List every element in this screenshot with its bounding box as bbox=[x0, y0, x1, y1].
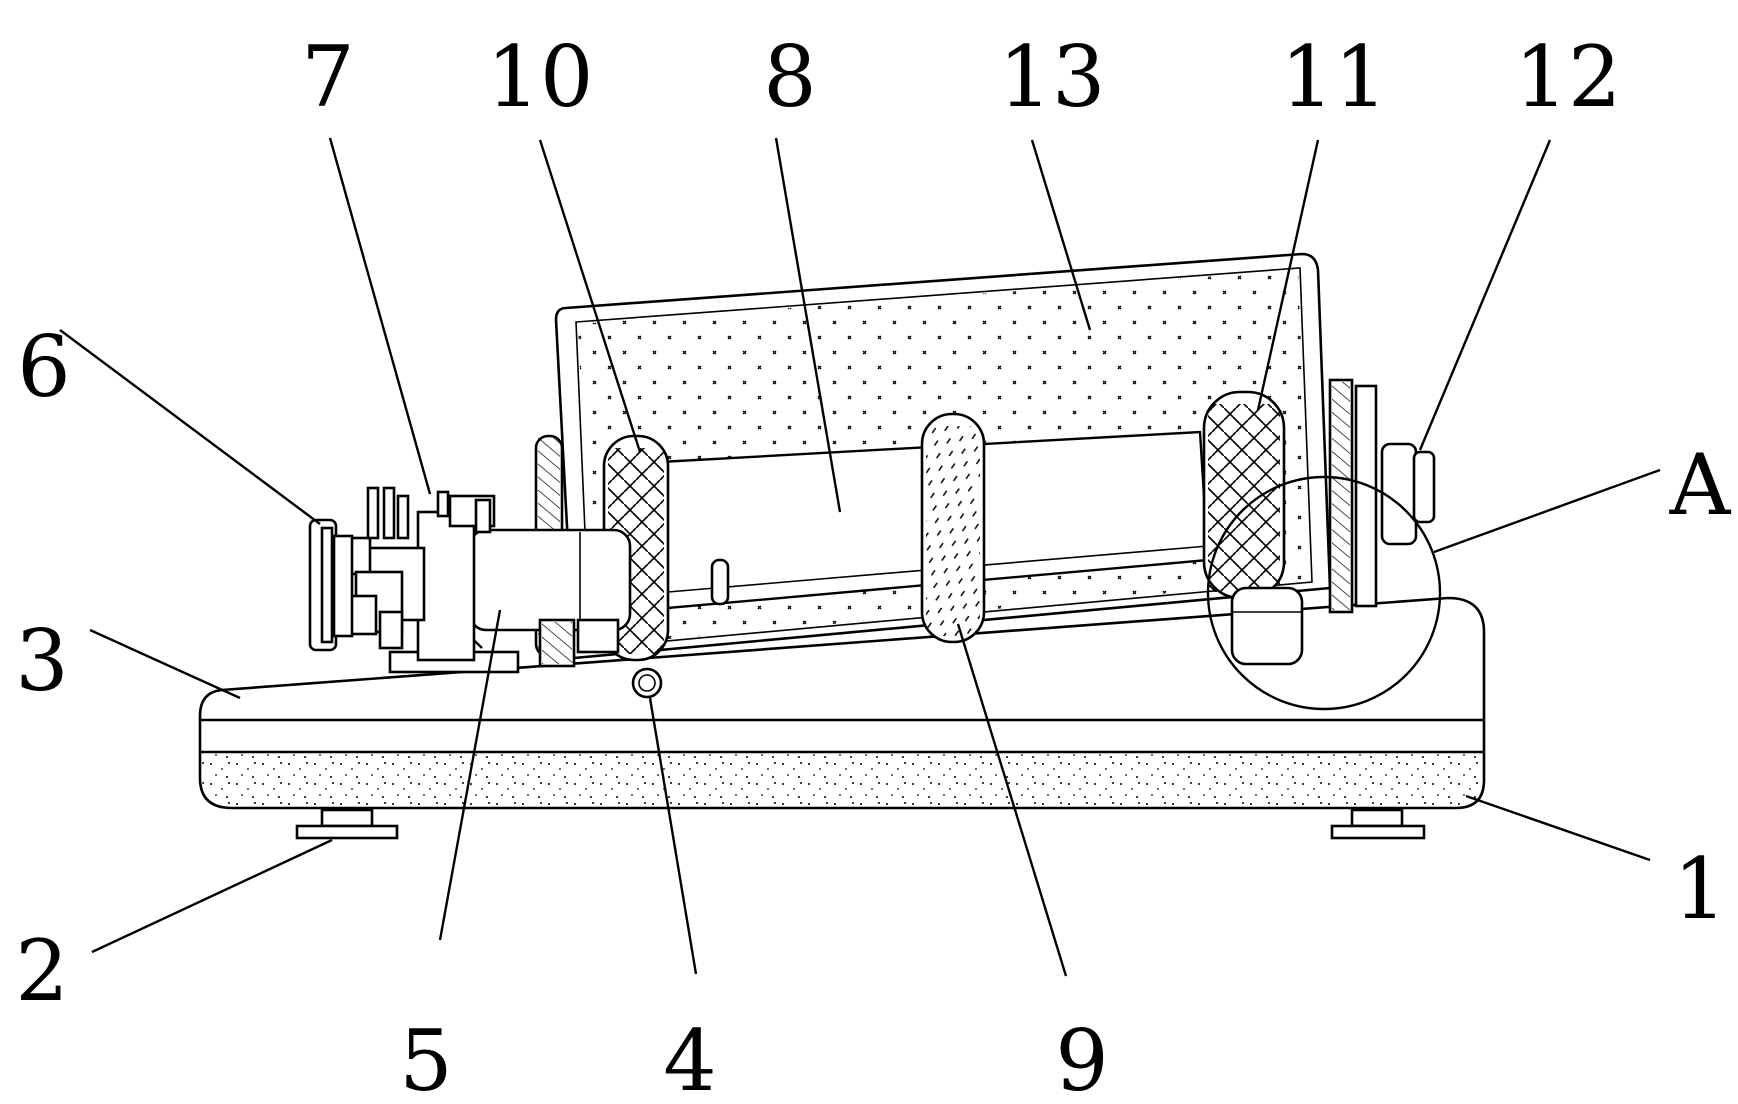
label-9: 9 bbox=[1055, 1012, 1108, 1104]
foot-right bbox=[1330, 808, 1426, 840]
label-group: 7 10 8 13 11 12 6 A 3 1 2 5 4 9 bbox=[15, 28, 1731, 1104]
label-13: 13 bbox=[999, 28, 1106, 126]
foot-left bbox=[295, 808, 399, 840]
ring-middle bbox=[920, 412, 986, 644]
gearbox bbox=[344, 486, 496, 662]
label-12: 12 bbox=[1515, 28, 1622, 126]
label-10: 10 bbox=[487, 28, 594, 126]
ring-right bbox=[1202, 390, 1286, 600]
label-11: 11 bbox=[1281, 28, 1388, 126]
bolt bbox=[631, 667, 663, 699]
label-a: A bbox=[1669, 436, 1732, 534]
leader-lines bbox=[59, 137, 1661, 977]
label-4: 4 bbox=[663, 1012, 716, 1104]
label-3: 3 bbox=[15, 612, 68, 710]
base-body bbox=[198, 596, 1486, 810]
label-2: 2 bbox=[15, 922, 68, 1020]
end-cap bbox=[1230, 586, 1304, 666]
pulley bbox=[308, 518, 354, 652]
support-post bbox=[538, 618, 576, 668]
pin bbox=[710, 558, 730, 606]
label-7: 7 bbox=[301, 28, 354, 126]
label-6: 6 bbox=[17, 318, 70, 416]
label-8: 8 bbox=[763, 28, 816, 126]
label-1: 1 bbox=[1673, 840, 1726, 938]
label-5: 5 bbox=[399, 1012, 452, 1104]
detail-circle-a bbox=[1206, 475, 1442, 711]
bearing-right bbox=[1328, 378, 1436, 614]
